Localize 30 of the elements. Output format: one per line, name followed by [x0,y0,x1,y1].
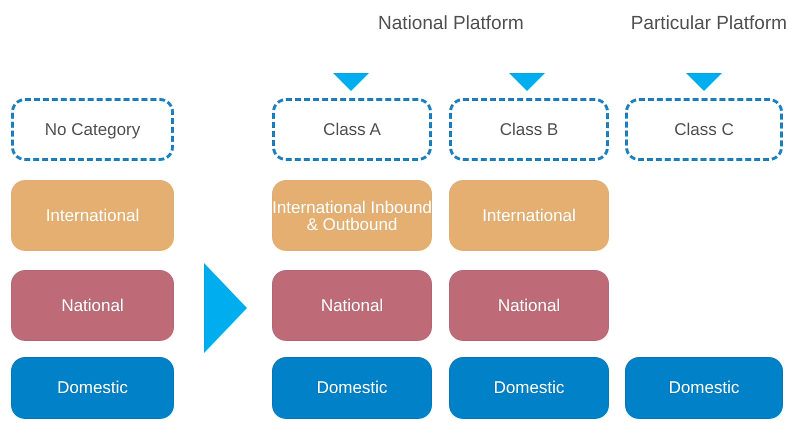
dashed-box [449,98,609,161]
box-label: Class A [323,120,381,138]
box-label: Domestic [57,379,128,397]
box-label: Domestic [316,379,388,397]
box-label: Class C [674,120,734,138]
category-box [11,357,174,419]
category-box [272,357,432,419]
dashed-box [272,98,432,161]
category-box [625,357,783,419]
category-box [449,180,609,251]
category-box [272,180,432,251]
column-heading: Particular Platform [630,13,787,35]
box-label: International [46,206,140,224]
box-label: National [498,296,560,314]
box-label: International Inbound & Outbound [272,198,432,232]
category-box [449,357,609,419]
category-box [11,270,174,341]
column-heading: National Platform [378,13,524,35]
box-label: National [61,296,124,314]
category-box [449,270,609,341]
box-label: International [482,206,576,224]
box-label: No Category [44,120,140,138]
box-label: Domestic [494,379,564,397]
dashed-box [11,98,174,161]
box-label: National [320,296,384,314]
dashed-box [625,98,783,161]
category-box [272,270,432,341]
box-label: Class B [500,120,558,138]
box-label: Domestic [668,379,740,397]
category-box [11,180,174,251]
